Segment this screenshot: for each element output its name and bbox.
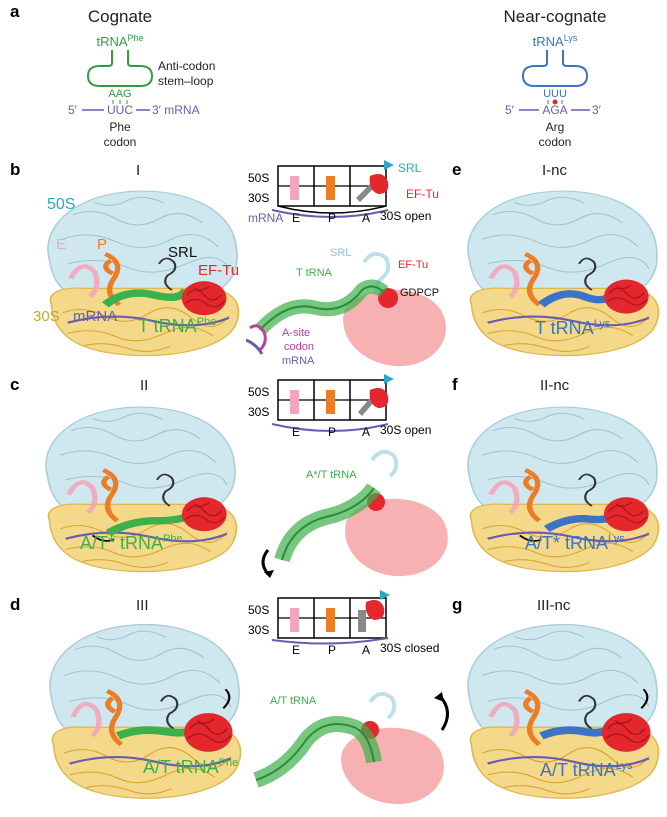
zoom-view-d: A/T tRNA — [253, 691, 449, 805]
trna-label-b: T tRNAPhe — [138, 316, 217, 336]
schematic-p: P — [328, 425, 336, 439]
schematic-p: P — [328, 211, 336, 225]
schematic-e: E — [292, 425, 300, 439]
schematic-a: A — [362, 643, 370, 657]
schematic-a: A — [362, 211, 370, 225]
zoom-trna: T tRNA — [296, 267, 333, 279]
schematic-30s-state: 30S closed — [380, 641, 439, 655]
schematic-50s: 50S — [248, 171, 269, 185]
zoom-eftu: EF-Tu — [398, 259, 428, 271]
schematic-50s: 50S — [248, 385, 269, 399]
schematic-30s: 30S — [248, 405, 269, 419]
zoom-trna: A/T tRNA — [270, 695, 317, 707]
trna-label-c: A/T* tRNAPhe — [80, 533, 183, 553]
schematic-30s-state: 30S open — [380, 423, 431, 437]
panel-letter-a: a — [10, 2, 20, 21]
label-50s: 50S — [47, 196, 76, 213]
trna-label-d: A/T tRNAPhe — [143, 757, 239, 777]
ribosome-structure-c — [28, 398, 243, 578]
zoom-view-b: SRL EF-Tu T tRNA GDPCP A-site codon mRNA — [246, 247, 446, 367]
stemloop-label-2: stem–loop — [158, 74, 214, 88]
panel-letter-e: e — [452, 160, 462, 179]
cognate-title: Cognate — [88, 7, 152, 26]
near-cognate-codon-name-1: Arg — [546, 120, 565, 134]
zoom-view-c: A*/T tRNA — [261, 449, 448, 578]
zoom-mrna: mRNA — [282, 355, 315, 367]
trna-label-f: A/T* tRNALys — [525, 533, 625, 553]
near-cognate-trna-label: tRNALys — [533, 33, 578, 49]
trna-label-g: A/T tRNALys — [540, 760, 633, 780]
near-cognate-anticodon: UUU — [543, 88, 567, 100]
cognate-trna-density — [101, 288, 191, 308]
panel-letter-f: f — [452, 375, 458, 394]
panel-a-schematics: Cognate tRNAPhe AAG Anti-codon stem–loop… — [68, 7, 607, 149]
near-cognate-codon-name-2: codon — [539, 135, 572, 149]
stemloop-label-1: Anti-codon — [158, 59, 215, 73]
schematic-eftu: EF-Tu — [406, 187, 439, 201]
state-label-g: III-nc — [537, 597, 571, 614]
near-cognate-codon: AGA — [542, 103, 567, 117]
schematic-d: 50S 30S E P A 30S closed — [248, 590, 439, 657]
schematic-srl: SRL — [398, 161, 422, 175]
cognate-stemloop — [86, 50, 154, 87]
panel-letter-c: c — [10, 375, 20, 394]
schematic-e: E — [292, 211, 300, 225]
schematic-30s: 30S — [248, 623, 269, 637]
rotation-arrow — [640, 688, 649, 709]
zoom-asite-2: codon — [284, 341, 314, 353]
cognate-codon-name-1: Phe — [109, 120, 131, 134]
cognate-anticodon: AAG — [108, 88, 131, 100]
schematic-50s: 50S — [248, 603, 269, 617]
panel-letter-b: b — [10, 160, 21, 179]
schematic-mrna: mRNA — [248, 211, 283, 225]
state-label-f: II-nc — [540, 377, 570, 394]
near-cognate-title: Near-cognate — [503, 7, 606, 26]
near-cognate-stemloop — [521, 50, 589, 87]
rotation-arrow — [519, 534, 542, 542]
schematic-30s-state: 30S open — [380, 209, 431, 223]
cognate-mrna-3: 3′ mRNA — [152, 103, 200, 117]
schematic-c: 50S 30S E P A 30S open — [248, 374, 431, 439]
state-label-d: III — [136, 597, 149, 614]
label-p-site: P — [97, 236, 108, 253]
rotation-arrow — [222, 688, 231, 709]
label-30s: 30S — [33, 308, 60, 325]
ribosome-structure-g — [450, 615, 665, 805]
label-srl: SRL — [168, 244, 198, 261]
schematic-b: 50S 30S E P A SRL EF-Tu mRNA 30S open — [248, 160, 439, 225]
zoom-srl: SRL — [330, 247, 351, 259]
state-label-e: I-nc — [542, 162, 568, 179]
schematic-30s: 30S — [248, 191, 269, 205]
schematic-e: E — [292, 643, 300, 657]
zoom-asite-1: A-site — [282, 327, 310, 339]
label-eftu: EF-Tu — [198, 262, 240, 279]
state-label-b: I — [136, 162, 141, 179]
near-cognate-mrna-3: 3′ — [592, 103, 602, 117]
label-mrna: mRNA — [73, 308, 118, 325]
label-e-site: E — [56, 236, 67, 253]
zoom-gdpcp: GDPCP — [400, 287, 439, 299]
ribosome-structure-e — [450, 182, 665, 362]
cognate-codon: UUC — [107, 103, 133, 117]
mismatch-dot — [552, 99, 558, 105]
rotation-arrow — [91, 534, 115, 542]
rotation-arrow — [261, 549, 270, 575]
zoom-trna: A*/T tRNA — [306, 469, 357, 481]
ribosome-structure-d — [32, 615, 247, 805]
schematic-p: P — [328, 643, 336, 657]
ribosome-structure-f — [450, 398, 665, 578]
ribosome-structure-b — [30, 182, 245, 362]
state-label-c: II — [140, 377, 149, 394]
cognate-codon-name-2: codon — [104, 135, 137, 149]
panel-letter-d: d — [10, 595, 21, 614]
trna-label-e: T tRNALys — [535, 318, 611, 338]
cognate-trna-label: tRNAPhe — [96, 33, 143, 49]
panel-letter-g: g — [452, 595, 463, 614]
schematic-a: A — [362, 425, 370, 439]
near-cognate-mrna-5: 5′ — [505, 103, 515, 117]
cognate-mrna-5: 5′ — [68, 103, 78, 117]
